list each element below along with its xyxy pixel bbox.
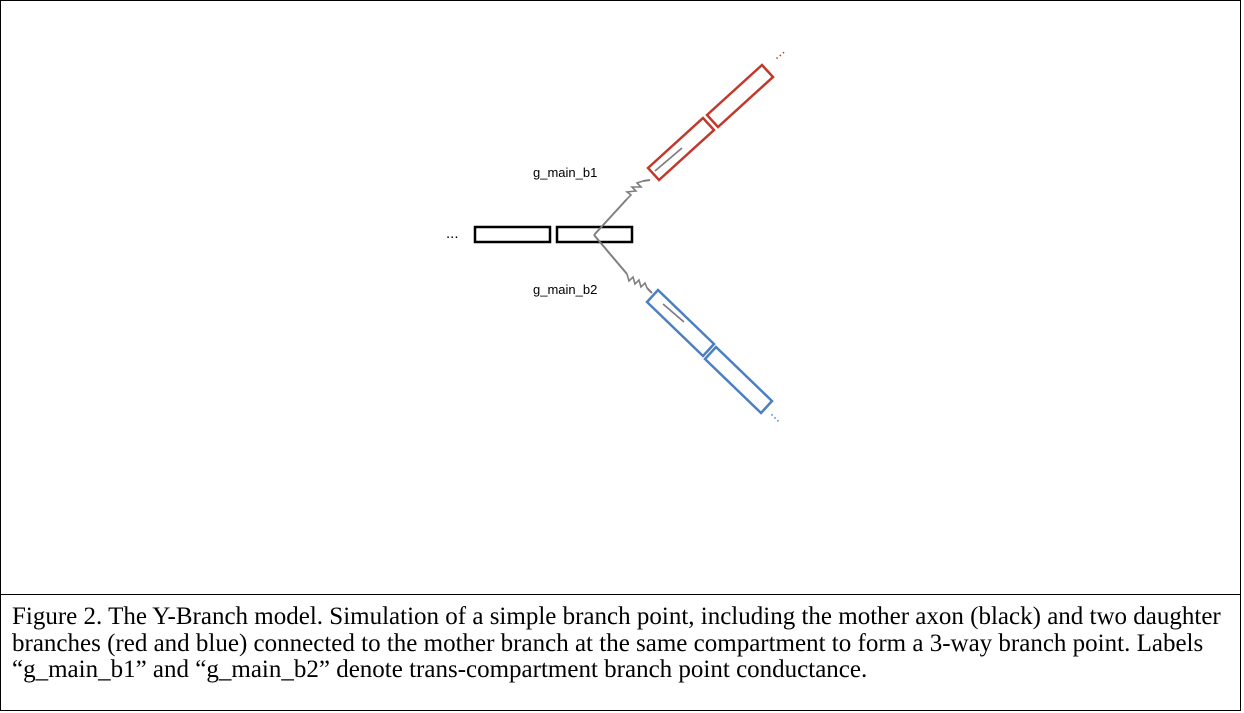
red-compartment-1 <box>646 116 716 182</box>
resistor-b1-icon <box>624 180 644 200</box>
blue-compartment-2 <box>703 345 774 415</box>
blue-inner-line <box>662 303 685 323</box>
y-branch-diagram: ... ... ... g_main_b1 g_main_b2 <box>446 42 789 426</box>
connector-b2-wire <box>593 234 628 275</box>
mother-compartment-1 <box>473 225 552 244</box>
connector-b1-wire <box>593 198 628 236</box>
resistor-b2-icon <box>626 273 648 289</box>
label-g-main-b1: g_main_b1 <box>533 165 597 180</box>
mother-compartment-2 <box>555 225 634 244</box>
label-g-main-b2: g_main_b2 <box>533 282 597 297</box>
connector-b1-end <box>642 179 651 182</box>
mother-ellipsis: ... <box>446 225 459 242</box>
red-ellipsis: ... <box>768 42 789 63</box>
blue-compartment-1 <box>645 288 716 358</box>
figure-caption: Figure 2. The Y-Branch model. Simulation… <box>12 603 1221 683</box>
daughter-branch-red: ... <box>646 42 789 182</box>
caption-divider <box>0 594 1241 595</box>
red-inner-line <box>654 147 683 172</box>
blue-ellipsis: ... <box>767 405 788 426</box>
red-compartment-2 <box>705 63 775 129</box>
connector-b2-end <box>646 287 653 294</box>
daughter-branch-blue: ... <box>645 288 788 426</box>
